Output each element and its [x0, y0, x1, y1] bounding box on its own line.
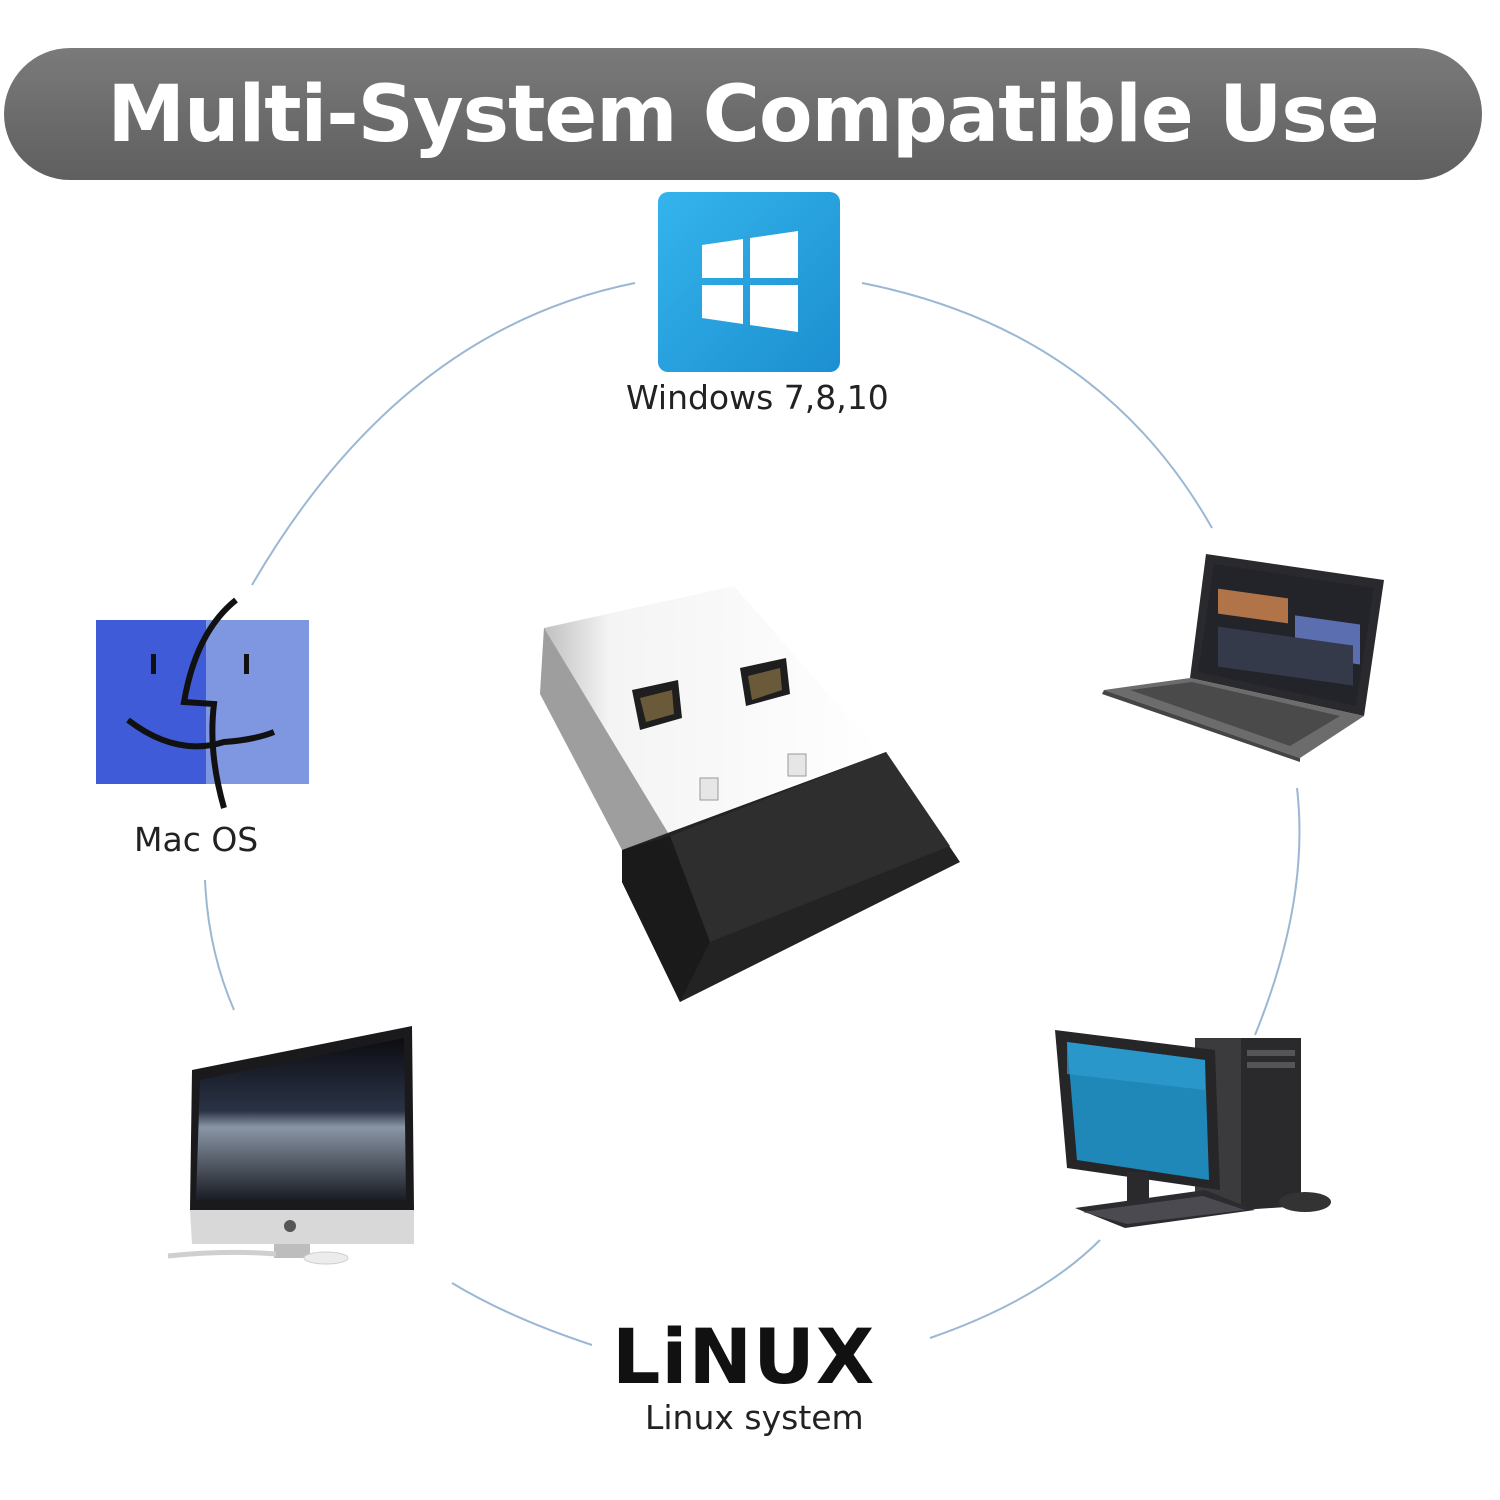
title-banner: Multi-System Compatible Use: [4, 48, 1482, 180]
windows-logo-icon: [658, 192, 840, 372]
mac-finder-icon: [96, 597, 309, 809]
linux-label: Linux system: [645, 1398, 864, 1437]
laptop-icon: [1102, 554, 1384, 762]
desktop-tower-pc-icon: [1055, 1030, 1331, 1228]
all-in-one-monitor-icon: [167, 1026, 414, 1265]
linux-logo-icon: LiNUX: [612, 1312, 876, 1401]
usb-adapter-icon: [540, 586, 960, 1002]
windows-label: Windows 7,8,10: [626, 378, 889, 417]
banner-title: Multi-System Compatible Use: [107, 70, 1379, 160]
mac-label: Mac OS: [134, 820, 259, 859]
